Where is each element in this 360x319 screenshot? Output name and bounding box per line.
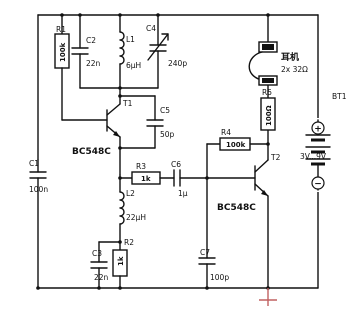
c2-value: 22n <box>86 59 101 68</box>
battery-plus-icon: + <box>311 121 325 135</box>
c5-value: 50p <box>160 130 175 139</box>
r2-name: R2 <box>124 238 134 247</box>
r1-name: R1 <box>56 25 66 34</box>
capacitor-c6 <box>173 169 256 187</box>
c7-name: C7 <box>200 248 210 257</box>
t1-part: BC548C <box>72 147 111 157</box>
c1-value: 100n <box>29 185 48 194</box>
capacitor-c5 <box>119 95 164 149</box>
r5-value: 100Ω <box>265 105 273 126</box>
resistor-r1 <box>54 14 108 121</box>
ground-symbol <box>259 288 277 306</box>
l1-value: 6µH <box>126 61 141 70</box>
resistor-r2 <box>112 241 128 289</box>
resistor-r3 <box>119 171 175 185</box>
resistor-r5 <box>260 84 276 131</box>
variable-capacitor-c4 <box>147 14 169 89</box>
r5-name: R5 <box>262 88 272 97</box>
t2-name: T2 <box>270 153 281 162</box>
r4-value: 100k <box>226 141 246 149</box>
l2-value: 22µH <box>126 213 146 222</box>
capacitor-c7 <box>198 177 216 289</box>
r3-name: R3 <box>136 162 146 171</box>
transistor-t2 <box>254 129 269 289</box>
c5-name: C5 <box>160 106 170 115</box>
c3-value: 22n <box>94 273 109 282</box>
c7-value: 100p <box>210 273 229 282</box>
earphone-icon <box>248 14 278 86</box>
c6-name: C6 <box>171 160 181 169</box>
battery-minus-icon: − <box>311 176 325 190</box>
r3-value: 1k <box>141 175 151 183</box>
c3-name: C3 <box>92 249 102 258</box>
bt1-name: BT1 <box>332 92 347 101</box>
svg-text:+: + <box>314 125 322 135</box>
svg-text:−: − <box>314 180 322 190</box>
r4-name: R4 <box>221 128 231 137</box>
inductor-l2 <box>119 174 125 243</box>
r2-value: 1k <box>117 256 125 266</box>
transistor-t1 <box>106 103 121 176</box>
earphone-value: 2x 32Ω <box>281 65 308 74</box>
c1-name: C1 <box>29 159 39 168</box>
earphone-name: 耳机 <box>281 51 299 63</box>
c4-name: C4 <box>146 24 156 33</box>
bt1-value: 3V...9V <box>300 152 327 161</box>
c2-name: C2 <box>86 36 96 45</box>
t2-part: BC548C <box>217 203 256 213</box>
l1-name: L1 <box>126 35 135 44</box>
l2-name: L2 <box>126 189 135 198</box>
capacitor-c2 <box>71 14 121 89</box>
capacitor-c1 <box>29 159 50 191</box>
c4-value: 240p <box>168 59 187 68</box>
t1-name: T1 <box>122 99 133 108</box>
r1-value: 100k <box>59 42 67 62</box>
resistor-r4 <box>206 137 269 179</box>
c6-value: 1µ <box>178 189 188 198</box>
supply-rails <box>37 14 319 289</box>
capacitor-c3 <box>90 241 121 289</box>
